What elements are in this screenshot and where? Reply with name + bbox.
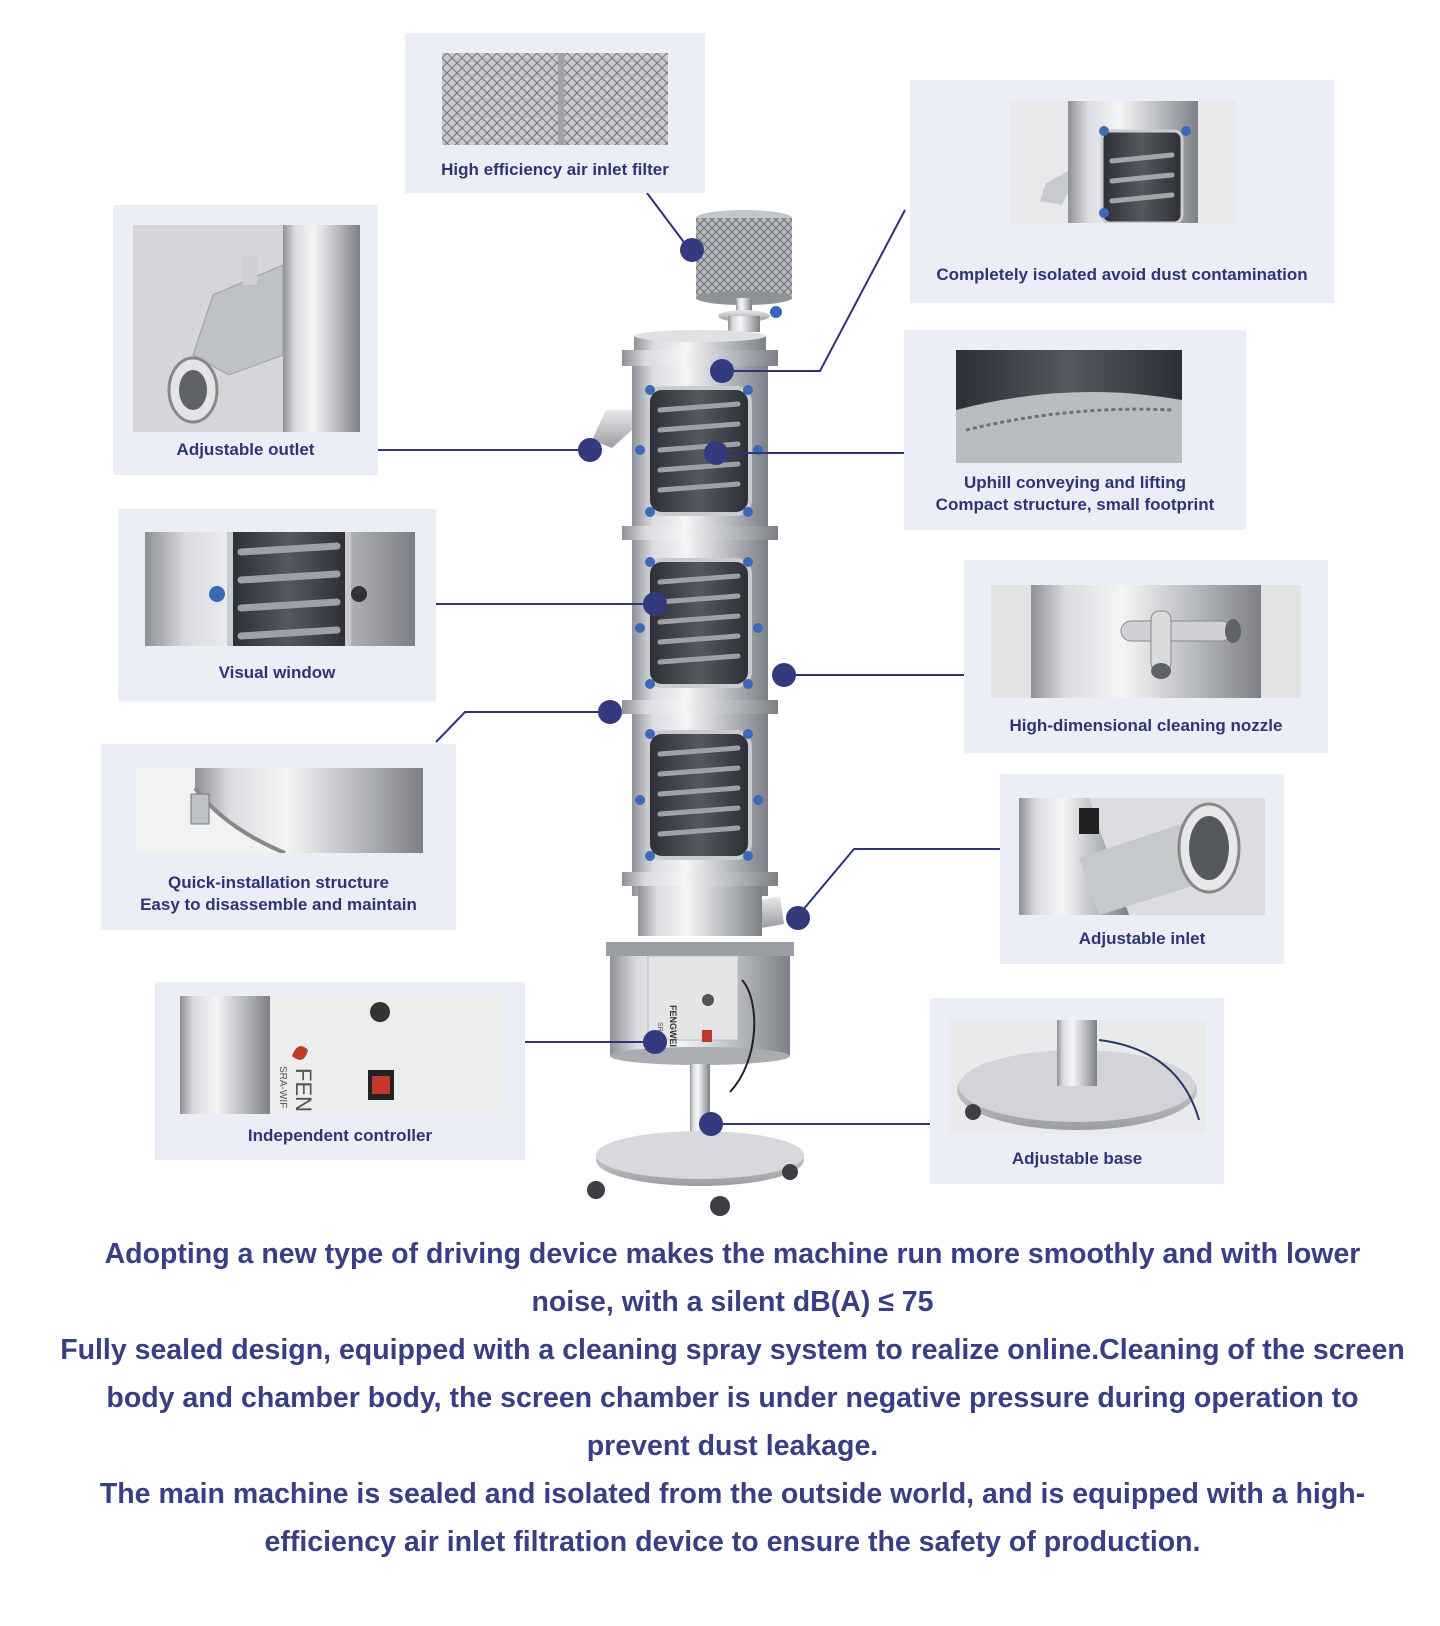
inlet-image <box>1019 798 1265 915</box>
feature-label-line1: Uphill conveying and lifting <box>964 473 1186 492</box>
feature-label: Completely isolated avoid dust contamina… <box>936 265 1308 284</box>
dot-window <box>643 592 667 616</box>
feature-label-line2: Compact structure, small footprint <box>935 495 1215 514</box>
dot-inlet <box>786 906 810 930</box>
dot-filter <box>680 238 704 262</box>
machine-model-text: SRA <box>656 1022 663 1037</box>
feature-label: Visual window <box>218 663 336 682</box>
feature-label: Independent controller <box>247 1126 433 1145</box>
feature-card-base: Adjustable base <box>930 998 1224 1184</box>
outlet-image <box>133 225 360 432</box>
feature-card-window: Visual window <box>118 509 436 701</box>
isolation-image <box>1010 101 1236 223</box>
feature-card-uphill: Uphill conveying and lifting Compact str… <box>904 330 1246 530</box>
machine-brand-text: FENGWEI <box>668 1005 678 1047</box>
feature-label: Adjustable base <box>1011 1149 1143 1168</box>
feature-card-controller: FEN SRA-WIF Independent controller <box>155 982 525 1160</box>
description-paragraph-2: Fully sealed design, equipped with a cle… <box>60 1334 1405 1462</box>
feature-label-line1: Quick-installation structure <box>167 873 390 892</box>
dot-controller <box>643 1030 667 1054</box>
feature-label: High-dimensional cleaning nozzle <box>1009 716 1283 735</box>
quick-install-image <box>135 768 423 853</box>
uphill-image <box>956 350 1182 463</box>
controller-brand-text: FEN <box>291 1068 316 1112</box>
dot-quick <box>598 700 622 724</box>
description-text: Adopting a new type of driving device ma… <box>60 1230 1405 1566</box>
feature-card-inlet: Adjustable inlet <box>1000 774 1284 964</box>
dot-base <box>699 1112 723 1136</box>
dot-nozzle <box>772 663 796 687</box>
feature-card-isolation: Completely isolated avoid dust contamina… <box>910 80 1334 303</box>
air-filter <box>696 210 792 332</box>
feature-card-filter: High efficiency air inlet filter <box>405 33 705 193</box>
feature-card-quick: Quick-installation structure Easy to dis… <box>101 744 456 930</box>
nozzle-image <box>991 585 1301 698</box>
filter-mesh-image <box>442 53 668 145</box>
feature-card-nozzle: High-dimensional cleaning nozzle <box>964 560 1328 753</box>
controller-image: FEN SRA-WIF <box>180 996 502 1114</box>
dot-isolation <box>710 359 734 383</box>
stand-base <box>587 1064 804 1216</box>
feature-label: High efficiency air inlet filter <box>441 160 669 179</box>
feature-label: Adjustable outlet <box>176 440 315 459</box>
feature-card-outlet: Adjustable outlet <box>113 205 378 475</box>
dot-uphill <box>704 441 728 465</box>
dot-outlet <box>578 438 602 462</box>
motor-housing: FENGWEI SRA <box>606 942 794 1093</box>
base-image <box>949 1020 1206 1134</box>
column-body <box>592 366 784 936</box>
description-paragraph-1: Adopting a new type of driving device ma… <box>104 1238 1361 1318</box>
controller-model-text: SRA-WIF <box>277 1066 288 1108</box>
feature-label-line2: Easy to disassemble and maintain <box>140 895 417 914</box>
feature-label: Adjustable inlet <box>1078 929 1206 948</box>
description-paragraph-3: The main machine is sealed and isolated … <box>99 1478 1366 1558</box>
window-image <box>145 532 415 646</box>
